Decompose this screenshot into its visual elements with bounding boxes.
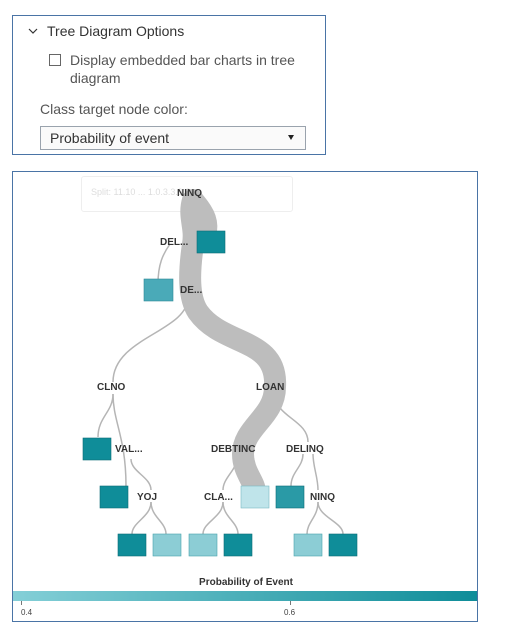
legend-title: Probability of Event (199, 577, 293, 588)
label-de: DE... (180, 285, 202, 296)
legend-tick-label-min: 0.4 (21, 608, 33, 617)
tree-diagram-panel: Split: 11.10 ... 1.0.3.3.9.8... (12, 171, 478, 622)
tree-node-de[interactable] (143, 278, 174, 302)
tree-diagram-options-header[interactable]: Tree Diagram Options (27, 23, 184, 39)
tree-leaf-5[interactable] (293, 533, 323, 557)
link-ninq-to-leaf5 (306, 501, 319, 535)
legend-tick-label-mid: 0.6 (284, 608, 296, 617)
link-clno-to-yoj-node (112, 393, 127, 487)
label-debtinc: DEBTINC (211, 444, 255, 455)
tree-leaf-6[interactable] (328, 533, 358, 557)
tree-leaf-4[interactable] (223, 533, 253, 557)
link-del-to-de (157, 243, 171, 285)
label-val: VAL... (115, 444, 143, 455)
tree-diagram: NINQ DEL... DE... CLNO LOAN VAL... DEBTI… (82, 188, 358, 557)
tree-node-ninq2[interactable] (275, 485, 305, 509)
label-ninq: NINQ (310, 492, 335, 503)
tree-leaf-2[interactable] (152, 533, 182, 557)
legend-gradient-bar (13, 591, 477, 601)
tree-leaf-3[interactable] (188, 533, 218, 557)
tree-node-cla-highlight[interactable] (240, 485, 270, 509)
label-root-ninq: NINQ (177, 188, 202, 199)
label-del: DEL... (160, 237, 189, 248)
link-de-to-clno (112, 296, 189, 383)
link-ninq-to-leaf6 (317, 501, 344, 535)
embedded-bar-charts-label: Display embedded bar charts in tree diag… (70, 52, 295, 86)
split-tooltip-text: Split: 11.10 ... 1.0.3.3.9.8... (91, 187, 198, 197)
embedded-bar-charts-checkbox[interactable] (49, 54, 61, 66)
label-delinq: DELINQ (286, 444, 324, 455)
link-yoj-to-leaf2 (150, 501, 167, 535)
tree-node-val[interactable] (82, 437, 112, 461)
label-cla: CLA... (204, 492, 233, 503)
tree-diagram-options-panel: Tree Diagram Options Display embedded ba… (12, 15, 326, 155)
link-clno-to-val (97, 393, 114, 438)
dropdown-caret-icon (288, 135, 294, 140)
link-yoj-to-leaf1 (131, 501, 152, 535)
tree-links (97, 243, 344, 535)
chevron-down-icon (28, 28, 38, 34)
tree-leaf-1[interactable] (117, 533, 147, 557)
class-target-color-label: Class target node color: (40, 101, 188, 117)
link-val-to-yoj (130, 458, 152, 491)
label-clno: CLNO (97, 382, 126, 393)
tree-node-yoj[interactable] (99, 485, 129, 509)
link-delinq-to-ninq (312, 453, 319, 491)
label-loan: LOAN (256, 382, 284, 393)
class-target-color-select[interactable]: Probability of event (40, 126, 306, 150)
embedded-bar-charts-option[interactable]: Display embedded bar charts in tree diag… (49, 51, 319, 87)
class-target-color-value: Probability of event (50, 130, 170, 146)
label-yoj: YOJ (137, 492, 157, 503)
link-cla-to-leaf4 (222, 501, 239, 535)
tree-nodes (82, 230, 358, 557)
tree-node-del-child[interactable] (196, 230, 226, 254)
legend-tick-min (21, 601, 22, 605)
tree-labels: NINQ DEL... DE... CLNO LOAN VAL... DEBTI… (97, 188, 335, 503)
link-delinq-to-node (290, 453, 304, 487)
options-header-label: Tree Diagram Options (47, 23, 185, 39)
legend-tick-mid (290, 601, 291, 605)
link-cla-to-leaf3 (202, 501, 224, 535)
highlighted-path (179, 189, 287, 503)
